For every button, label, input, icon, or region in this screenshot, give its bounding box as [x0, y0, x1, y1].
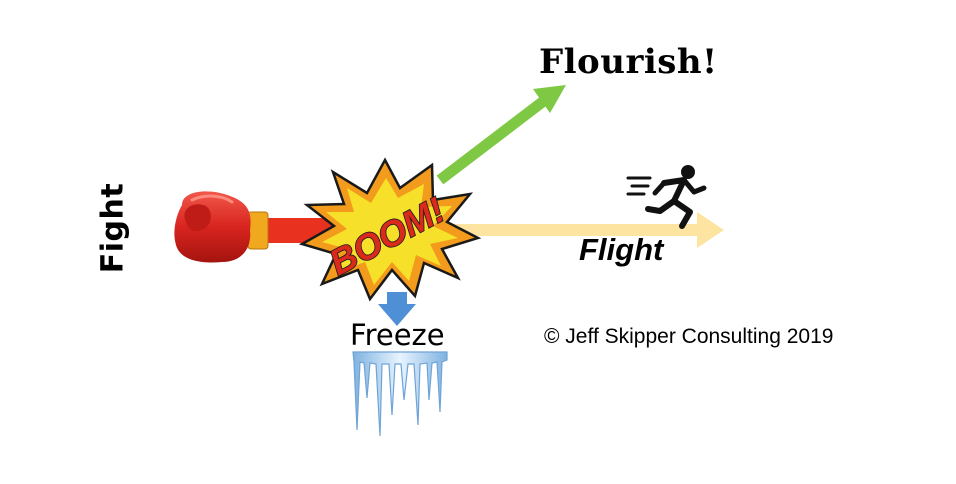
copyright-notice: © Jeff Skipper Consulting 2019 [544, 325, 834, 348]
fight-label: Fight [95, 182, 131, 274]
flourish-label: Flourish! [539, 42, 718, 82]
down-arrow-icon [378, 292, 416, 326]
freeze-label: Freeze [350, 318, 445, 352]
boxing-glove-icon [174, 191, 269, 263]
flourish-arrow [436, 85, 566, 185]
explosion-burst-icon [298, 157, 482, 302]
flight-arrow [440, 212, 724, 248]
icicles-icon [352, 351, 448, 437]
running-person-icon [626, 165, 707, 229]
flight-label: Flight [579, 232, 664, 267]
